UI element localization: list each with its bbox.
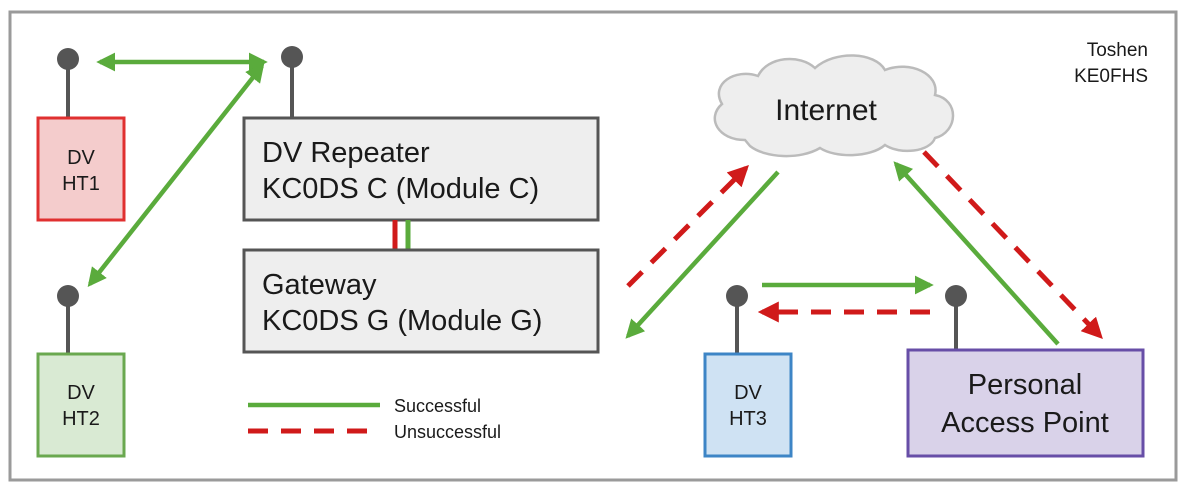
repeater-box: DV Repeater KC0DS C (Module C) xyxy=(242,116,600,222)
antenna-access-point xyxy=(945,285,967,350)
arrow-repeater-ht2-success xyxy=(87,63,265,287)
antenna-repeater xyxy=(281,46,303,118)
internet-label: Internet xyxy=(775,94,877,127)
access-point-label-line2: Access Point xyxy=(941,407,1109,439)
ht3-label-line2: HT3 xyxy=(729,408,767,430)
ht2-label-line2: HT2 xyxy=(62,408,100,430)
arrow-internet-gateway-success xyxy=(625,170,780,339)
gateway-box: Gateway KC0DS G (Module G) xyxy=(242,248,600,354)
gateway-label-line2: KC0DS G (Module G) xyxy=(262,305,542,337)
ht1-label-line2: HT1 xyxy=(62,173,100,195)
internet-cloud: Internet xyxy=(713,54,955,158)
ht3-label-line1: DV xyxy=(734,382,762,404)
ht2-label-line1: DV xyxy=(67,382,95,404)
radio-ht1: DV HT1 xyxy=(36,116,126,222)
arrow-accesspoint-internet-success xyxy=(893,161,1060,346)
radio-ht2: DV HT2 xyxy=(36,352,126,458)
legend-unsuccessful-label: Unsuccessful xyxy=(394,422,501,442)
repeater-gateway-link xyxy=(392,220,411,250)
antenna-ht1 xyxy=(57,48,79,118)
gateway-label-line1: Gateway xyxy=(262,269,377,301)
repeater-label-line1: DV Repeater xyxy=(262,137,430,169)
antenna-ht2 xyxy=(57,285,79,354)
legend: Successful Unsuccessful xyxy=(248,396,501,442)
radio-ht3: DV HT3 xyxy=(703,352,793,458)
ht1-label-line1: DV xyxy=(67,147,95,169)
access-point-label-line1: Personal xyxy=(968,369,1082,401)
antenna-ht3 xyxy=(726,285,748,354)
attribution-callsign: KE0FHS xyxy=(1074,66,1148,87)
access-point-box: Personal Access Point xyxy=(906,348,1145,458)
attribution-name: Toshen xyxy=(1087,40,1148,61)
arrow-gateway-internet-fail xyxy=(626,165,749,288)
arrow-internet-accesspoint-fail xyxy=(922,150,1103,340)
repeater-label-line2: KC0DS C (Module C) xyxy=(262,173,539,205)
legend-successful-label: Successful xyxy=(394,396,481,416)
